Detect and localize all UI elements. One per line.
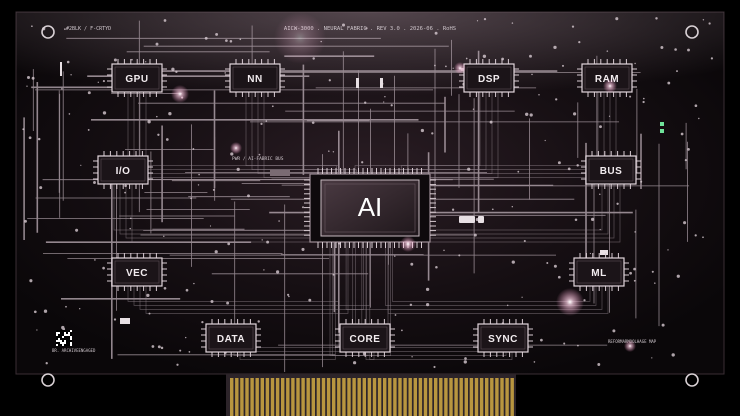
mounting-hole-icon xyxy=(41,373,55,387)
board-code-top-left: #2BLK / F-CRTYD xyxy=(66,26,111,32)
chip-vec[interactable]: VEC xyxy=(107,253,167,291)
chip-label: SYNC xyxy=(488,334,518,345)
chip-label: DSP xyxy=(478,74,500,85)
chip-bus[interactable]: BUS xyxy=(581,151,641,189)
board-header: AICW-3000 . NEURAL FABRIC . REV 3.0 . 20… xyxy=(284,26,456,32)
chip-ml[interactable]: ML xyxy=(569,253,629,291)
chip-sync[interactable]: SYNC xyxy=(473,319,533,357)
chip-label: DATA xyxy=(217,334,245,345)
chip-label: NN xyxy=(247,74,262,85)
passive-components xyxy=(60,62,664,324)
mounting-holes xyxy=(41,25,699,387)
mounting-hole-icon xyxy=(685,25,699,39)
chip-nn[interactable]: NN xyxy=(225,59,285,97)
chip-label: CORE xyxy=(350,334,381,345)
chip-label: BUS xyxy=(600,166,623,177)
mounting-hole-icon xyxy=(41,25,55,39)
lens-flares xyxy=(171,12,636,352)
chip-label: GPU xyxy=(125,74,148,85)
ai-processor-label: AI xyxy=(358,192,383,222)
chip-label: ML xyxy=(591,268,606,279)
chip-core[interactable]: CORE xyxy=(335,319,395,357)
chip-label: VEC xyxy=(126,268,148,279)
chip-label: I/O xyxy=(116,166,131,177)
power-label: PWR / AI-FABRIC BUS xyxy=(232,156,284,162)
chip-label: RAM xyxy=(595,74,619,85)
edge-connector xyxy=(226,374,516,416)
chip-data[interactable]: DATA xyxy=(201,319,261,357)
board-code-bottom-left: BR. ARCHIVEENGAGED xyxy=(52,348,96,353)
ai-processor[interactable]: AI xyxy=(304,168,436,248)
mounting-hole-icon xyxy=(685,373,699,387)
chip-gpu[interactable]: GPU xyxy=(107,59,167,97)
chip-io[interactable]: I/O xyxy=(93,151,153,189)
chip-dsp[interactable]: DSP xyxy=(459,59,519,97)
qr-code-icon xyxy=(56,330,72,346)
